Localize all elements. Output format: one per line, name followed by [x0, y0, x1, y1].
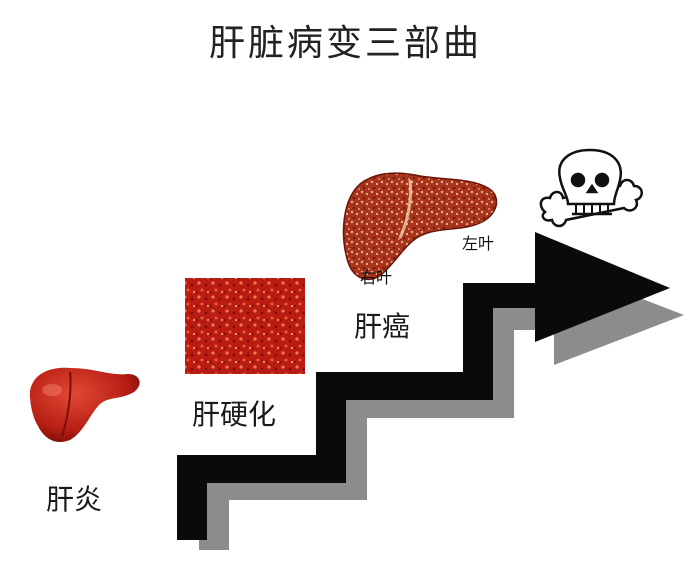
cirrhosis-tissue-texture — [185, 278, 305, 374]
left-lobe-label: 左叶 — [462, 230, 494, 254]
stage-label-hepatitis: 肝炎 — [46, 478, 102, 518]
right-lobe-label: 右叶 — [360, 264, 392, 288]
liver-icon — [30, 368, 140, 442]
stage-label-cirrhosis: 肝硬化 — [192, 393, 276, 433]
skull-and-crossbones-icon — [541, 150, 642, 226]
stage-label-liver-cancer: 肝癌 — [354, 305, 410, 345]
